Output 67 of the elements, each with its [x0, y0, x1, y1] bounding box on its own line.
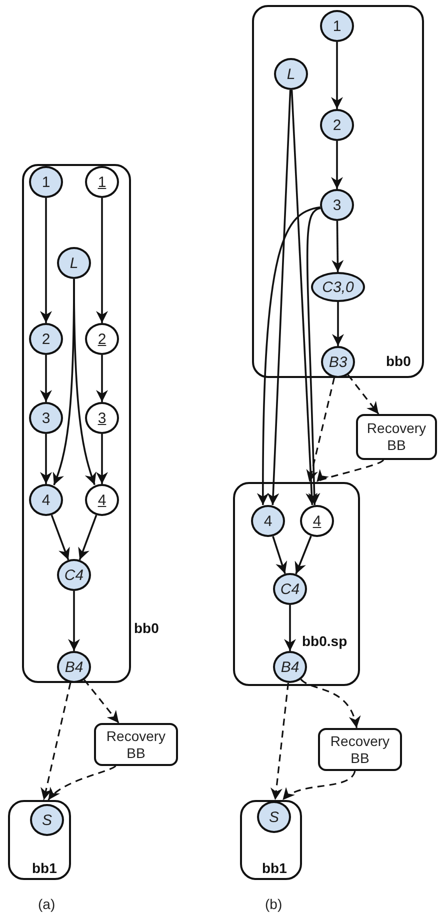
block-label: bb0.sp — [302, 633, 348, 649]
panel-label: (a) — [38, 896, 56, 912]
basic-block-container — [252, 5, 424, 378]
block-label: bb0 — [386, 353, 411, 369]
value-circle: S — [30, 804, 64, 836]
recovery-block-box: Recovery BB — [356, 414, 437, 460]
block-label: bb1 — [262, 860, 287, 876]
value-circle: 3 — [29, 402, 63, 434]
dashed-arrow — [316, 459, 384, 483]
value-circle: 2 — [29, 323, 63, 355]
dashed-arrow — [300, 678, 360, 728]
value-circle: B4 — [57, 651, 91, 683]
block-label: bb1 — [32, 860, 57, 876]
arrow — [284, 605, 296, 651]
dashed-arrow — [270, 682, 290, 800]
arrow — [332, 302, 344, 346]
arrow — [96, 434, 108, 484]
value-circle: 4 — [29, 484, 63, 516]
arrow — [40, 355, 52, 402]
arrow — [40, 434, 52, 484]
arrow — [257, 206, 320, 505]
value-circle: 2 — [320, 109, 354, 141]
dashed-arrow — [40, 682, 72, 800]
value-circle: 1 — [320, 10, 354, 42]
dashed-arrow — [84, 679, 120, 724]
value-circle: L — [57, 247, 91, 279]
arrow — [96, 198, 108, 323]
value-circle: C4 — [57, 559, 91, 591]
recovery-block-box: Recovery BB — [318, 728, 402, 771]
value-circle: 4 — [251, 505, 285, 537]
basic-block-container — [8, 800, 71, 880]
value-circle: C3,0 — [311, 272, 365, 302]
panel-label: (b) — [265, 896, 282, 912]
value-circle: S — [257, 801, 291, 833]
arrow — [294, 536, 312, 574]
value-circle: 1 — [85, 166, 119, 198]
arrow — [332, 220, 344, 272]
arrow — [50, 514, 70, 560]
value-circle: 2 — [85, 323, 119, 355]
value-circle: L — [274, 58, 308, 90]
value-circle: 4 — [300, 505, 334, 537]
basic-block-container — [233, 482, 360, 686]
dashed-arrow — [347, 374, 380, 414]
dashed-arrow — [282, 770, 356, 801]
recovery-block-box: Recovery BB — [94, 723, 178, 766]
value-circle: 1 — [29, 166, 63, 198]
value-circle: 3 — [320, 189, 354, 221]
dashed-arrow — [48, 765, 116, 801]
value-circle: B3 — [321, 346, 355, 378]
arrow — [267, 90, 292, 506]
arrow — [331, 141, 343, 189]
arrow — [40, 198, 52, 323]
dashed-arrow — [306, 377, 336, 482]
arrow — [73, 279, 96, 486]
arrow — [272, 536, 288, 574]
value-circle: 4 — [85, 484, 119, 516]
block-label: bb0 — [134, 620, 159, 636]
value-circle: C4 — [273, 573, 307, 605]
arrow — [68, 591, 80, 651]
arrow — [96, 355, 108, 402]
arrow — [331, 42, 343, 109]
value-circle: 3 — [85, 402, 119, 434]
value-circle: B4 — [273, 651, 307, 683]
basic-block-container — [240, 800, 302, 880]
arrow — [290, 90, 318, 506]
arrow — [306, 207, 321, 506]
arrow — [78, 514, 98, 560]
